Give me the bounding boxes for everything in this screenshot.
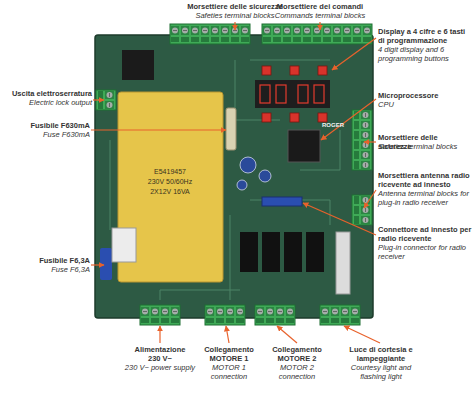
board-marking: E5419457	[120, 168, 220, 176]
pcb-board	[95, 35, 373, 318]
callout-title: Morsettiere delle sicurezze	[180, 3, 290, 12]
board-marking: 2X12V 16VA	[120, 188, 220, 196]
cpu-chip	[288, 130, 320, 162]
leader-lines	[91, 22, 380, 343]
fuse-holder	[100, 248, 112, 280]
fuse	[226, 108, 236, 150]
board-marking: 230V 50/60Hz	[120, 178, 220, 186]
callout-title: Display a 4 cifre e 6 tasti di programma…	[378, 28, 473, 45]
callout-subtitle: Antenna terminal blocks for plug-in radi…	[378, 190, 473, 207]
callout-subtitle: Commands terminal blocks	[265, 12, 375, 21]
terminal-block	[205, 305, 245, 325]
callout-subtitle: MOTOR 1 connection	[199, 364, 259, 381]
terminal-block	[320, 305, 360, 325]
callout-subtitle: Safeties terminal blocks	[180, 12, 290, 21]
brand-marking: ROGER	[322, 122, 362, 129]
filter-component	[112, 228, 136, 262]
programming-buttons	[262, 66, 327, 122]
callout-title: Luce di cortesia e lampeggiante	[342, 346, 420, 363]
callout-subtitle: Fuse F630mA	[0, 131, 90, 140]
callout-title: Connettore ad innesto per radio ricevent…	[378, 226, 473, 243]
lock-relay	[122, 50, 154, 80]
callout-subtitle: Electric lock output	[0, 99, 92, 108]
callout-subtitle: Plug-in connector for radio receiver	[378, 244, 473, 261]
terminal-block	[170, 24, 250, 44]
pcb-traces	[110, 60, 340, 300]
callout-title: Microprocessore	[378, 92, 473, 101]
capacitors	[237, 157, 271, 190]
radio-module	[336, 232, 350, 294]
callout-subtitle: Courtesy light and flashing light	[342, 364, 420, 381]
terminal-block	[140, 305, 180, 325]
callout-subtitle: CPU	[378, 101, 473, 110]
terminal-block	[262, 24, 372, 44]
callout-title: Collegamento MOTORE 1	[199, 346, 259, 363]
callout-subtitle: Safeties terminal blocks	[378, 143, 473, 152]
callout-subtitle: 230 V~ power supply	[120, 364, 200, 373]
callout-subtitle: MOTOR 2 connection	[267, 364, 327, 381]
callout-title: Collegamento MOTORE 2	[267, 346, 327, 363]
radio-connector	[262, 197, 302, 206]
terminal-block	[255, 305, 295, 325]
callout-subtitle: Fuse F6,3A	[0, 266, 90, 275]
callout-title: Uscita elettroserratura	[0, 90, 92, 99]
terminal-block	[352, 110, 372, 170]
display	[255, 80, 330, 108]
callout-subtitle: 4 digit display and 6 programming button…	[378, 46, 473, 63]
callout-title: Fusibile F630mA	[0, 122, 90, 131]
callout-title: Fusibile F6,3A	[0, 257, 90, 266]
callout-title: Morsettiere dei comandi	[265, 3, 375, 12]
callout-title: Morsettiera antenna radio ricevente ad i…	[378, 172, 473, 189]
callout-title: Alimentazione 230 V~	[128, 346, 192, 363]
relays	[240, 232, 324, 272]
display-digits	[260, 85, 324, 103]
